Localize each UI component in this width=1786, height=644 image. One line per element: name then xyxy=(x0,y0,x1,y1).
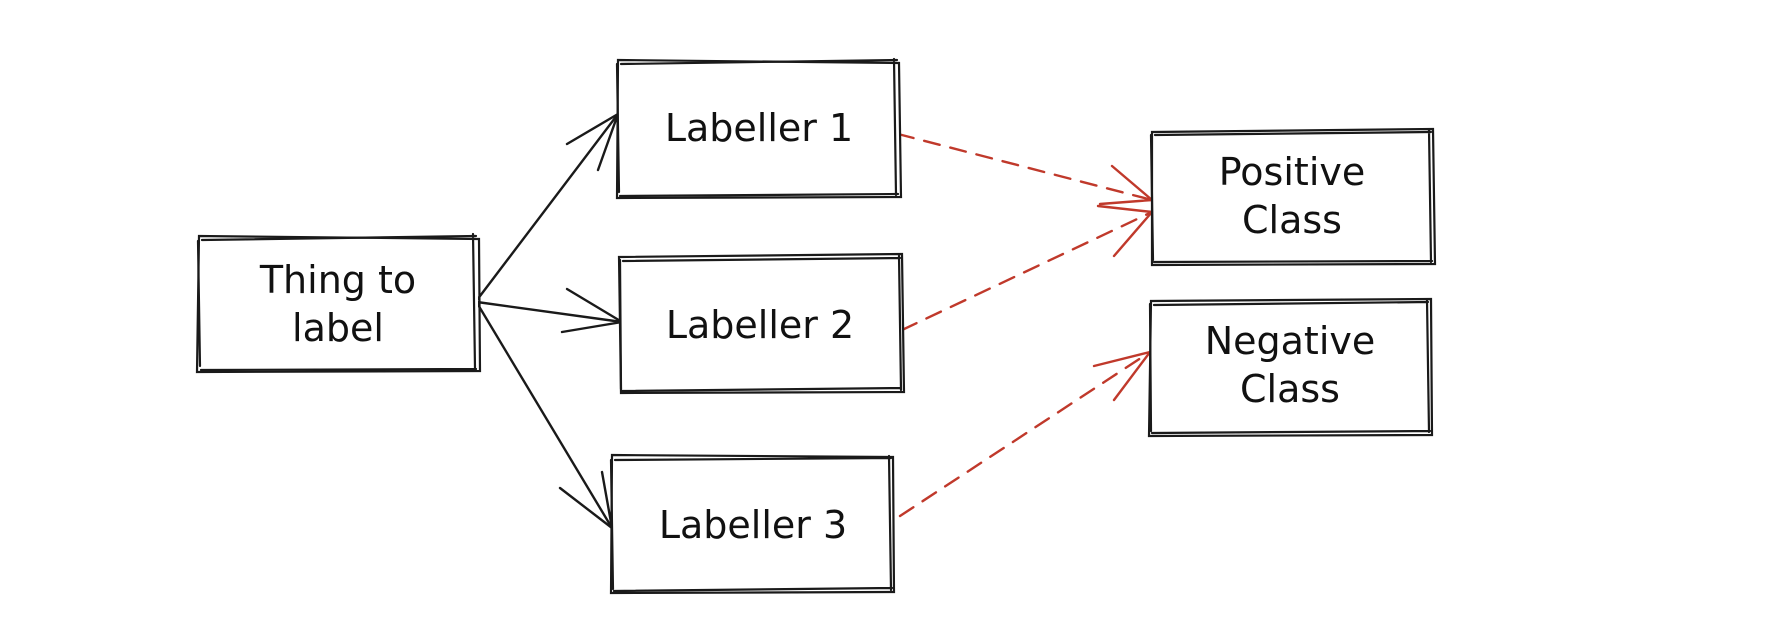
arrow-source-to-labeller-1 xyxy=(475,112,620,302)
positive-class-label-line-1: Positive xyxy=(1219,150,1366,194)
negative-class-label-line-2: Class xyxy=(1240,367,1340,411)
dashed-arrow-labeller-3-to-negative xyxy=(898,350,1152,518)
positive-class-label-line-2: Class xyxy=(1242,198,1342,242)
source-box: Thing to label xyxy=(195,232,482,374)
labeller-2-label: Labeller 2 xyxy=(666,303,854,347)
arrow-source-to-labeller-2 xyxy=(475,287,624,334)
source-label-line-1: Thing to xyxy=(259,258,416,302)
labeller-1-box: Labeller 1 xyxy=(615,57,903,200)
negative-class-label-line-1: Negative xyxy=(1205,319,1376,363)
dashed-arrow-labeller-2-to-positive xyxy=(900,204,1154,332)
labeller-3-box: Labeller 3 xyxy=(609,453,896,595)
positive-class-box: Positive Class xyxy=(1149,127,1437,267)
labeller-3-label: Labeller 3 xyxy=(659,503,847,547)
labeller-1-label: Labeller 1 xyxy=(665,106,853,150)
dashed-arrow-labeller-1-to-positive xyxy=(896,132,1154,206)
arrow-source-to-labeller-3 xyxy=(475,301,614,530)
source-label-line-2: label xyxy=(292,306,384,350)
labeller-2-box: Labeller 2 xyxy=(617,252,906,395)
negative-class-box: Negative Class xyxy=(1147,297,1434,438)
